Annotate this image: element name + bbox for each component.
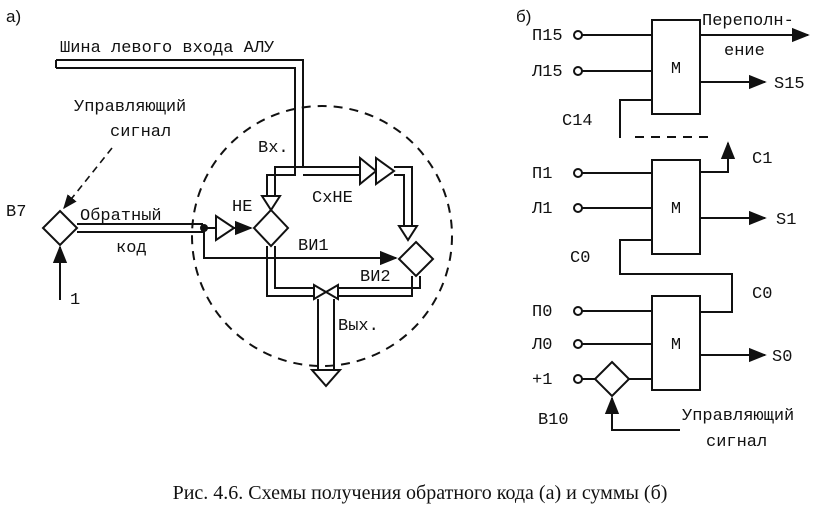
m-mid-label: М bbox=[671, 200, 681, 219]
m-bot-label: М bbox=[671, 336, 681, 355]
vi2-diamond bbox=[397, 240, 435, 278]
merge-arrow-left bbox=[313, 283, 328, 301]
control-signal-line1: Управляющий bbox=[74, 98, 186, 117]
p1-label: П1 bbox=[532, 165, 552, 184]
control-signal-b-line1: Управляющий bbox=[682, 407, 794, 426]
c1-label: С1 bbox=[752, 150, 772, 169]
output-arrowhead bbox=[309, 369, 343, 388]
adder-block-1 bbox=[651, 159, 701, 255]
c14-label: С14 bbox=[562, 112, 593, 131]
plus-one-label: +1 bbox=[532, 371, 552, 390]
l15-label: Л15 bbox=[531, 63, 563, 82]
control-signal-b-line2: сигнал bbox=[706, 433, 767, 452]
overflow-line2: ение bbox=[724, 42, 765, 61]
input-bus-left bbox=[266, 160, 296, 196]
vi1-line bbox=[203, 228, 398, 266]
b7-gate bbox=[41, 209, 79, 247]
c14-wire bbox=[619, 99, 652, 138]
not-label: НЕ bbox=[232, 198, 252, 217]
adder-block-15 bbox=[651, 19, 701, 115]
schne-out-right bbox=[394, 174, 405, 226]
s15-label: S15 bbox=[774, 75, 805, 94]
return-code-line1: Обратный bbox=[80, 207, 162, 226]
alu-bus-outer bbox=[56, 59, 304, 160]
l15-terminal bbox=[573, 66, 583, 76]
c0-right-label: С0 bbox=[752, 285, 772, 304]
b10-gate bbox=[593, 360, 631, 398]
output-label: Вых. bbox=[338, 317, 379, 336]
p1-terminal bbox=[573, 168, 583, 178]
vi2-out-bus-inner bbox=[338, 276, 421, 289]
s1-label: S1 bbox=[776, 211, 796, 230]
m-top-label: М bbox=[671, 60, 681, 79]
p15-terminal bbox=[573, 30, 583, 40]
schne-triangle bbox=[375, 156, 396, 186]
input-one-label: 1 bbox=[70, 291, 80, 310]
vi2-out-bus-outer bbox=[338, 276, 413, 297]
panel-a: а) Шина левого входа АЛУ Управляющий сиг… bbox=[6, 7, 453, 388]
control-signal-arrow bbox=[63, 147, 113, 210]
panel-b: б) М П15 Л15 Переполн- ение S15 С14 М С1… bbox=[516, 7, 810, 452]
schne-out-left bbox=[394, 166, 413, 226]
panel-a-label: а) bbox=[6, 7, 21, 26]
ne-out-bus-outer bbox=[266, 246, 314, 297]
figure-caption: Рис. 4.6. Схемы получения обратного кода… bbox=[173, 482, 668, 504]
p0-label: П0 bbox=[532, 303, 552, 322]
c0-left-label: С0 bbox=[570, 249, 590, 268]
schne-arrowhead-in bbox=[359, 155, 378, 187]
control-signal-line2: сигнал bbox=[110, 123, 171, 142]
schne-label: СхНЕ bbox=[312, 189, 353, 208]
l0-label: Л0 bbox=[531, 336, 552, 355]
plus-one-terminal bbox=[573, 374, 583, 384]
b10-control-arrow bbox=[604, 396, 680, 431]
input-bus-right bbox=[274, 160, 304, 196]
p0-terminal bbox=[573, 306, 583, 316]
alu-bus-label: Шина левого входа АЛУ bbox=[60, 39, 275, 58]
merge-arrow-right bbox=[324, 283, 339, 301]
l1-label: Л1 bbox=[531, 200, 552, 219]
return-code-line2: код bbox=[116, 239, 147, 258]
vi2-label: ВИ2 bbox=[360, 268, 391, 287]
vi2-in-arrowhead bbox=[397, 225, 419, 242]
vi1-label: ВИ1 bbox=[298, 237, 329, 256]
panel-b-label: б) bbox=[516, 7, 531, 26]
dashed-circle bbox=[191, 105, 453, 367]
c1-arrow bbox=[700, 141, 736, 173]
input-label: Вх. bbox=[258, 139, 289, 158]
gate-b10-label: В10 bbox=[538, 411, 569, 430]
l0-terminal bbox=[573, 339, 583, 349]
gate-b7-label: В7 bbox=[6, 203, 26, 222]
ne-out-bus-inner bbox=[274, 246, 314, 289]
not-triangle bbox=[215, 214, 236, 242]
input-bus-arrowhead bbox=[260, 195, 282, 212]
s0-label: S0 bbox=[772, 348, 792, 367]
overflow-line1: Переполн- bbox=[702, 12, 794, 31]
l1-terminal bbox=[573, 203, 583, 213]
alu-bus-inner bbox=[56, 67, 296, 160]
ne-diamond bbox=[252, 208, 290, 248]
c0-link-wire bbox=[619, 239, 733, 313]
p15-label: П15 bbox=[532, 27, 563, 46]
